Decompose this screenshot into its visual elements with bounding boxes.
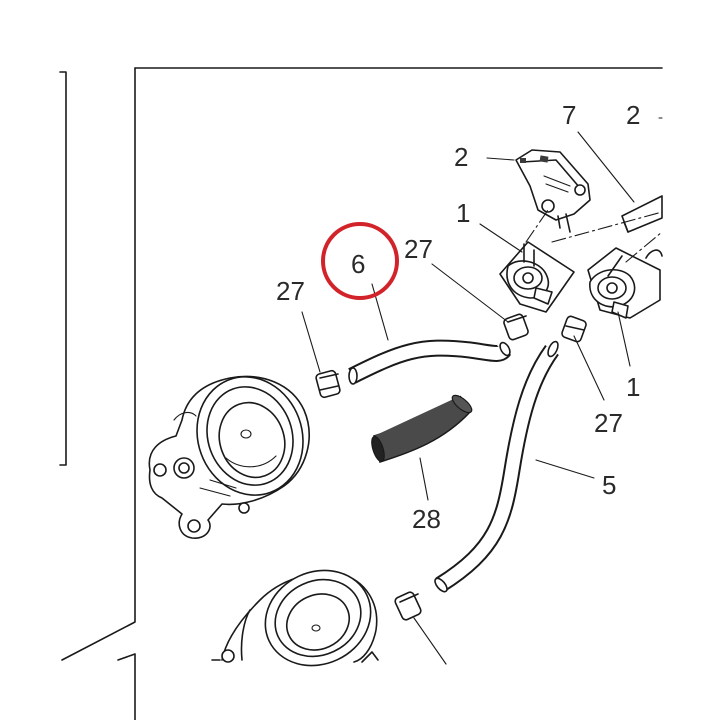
callout-labels: 2 7 2 1 6 27 27 1 27 5 28 [276,100,640,534]
part-7 [621,195,663,233]
throttle-body-upper [148,375,310,539]
sleeve-28 [371,394,473,463]
label-1-left: 1 [456,198,470,228]
label-5: 5 [602,470,616,500]
clamp-27-center [503,313,529,341]
label-1-right: 1 [626,372,640,402]
label-27-right: 27 [594,408,623,438]
label-27-left: 27 [276,276,305,306]
clamp-27-left [315,369,341,399]
label-27-center: 27 [404,234,433,264]
bracket-1-left [499,241,575,313]
hose-5 [434,340,559,593]
throttle-body-lower [221,569,379,667]
center-lines [525,209,663,263]
label-2-sensor: 2 [454,142,468,172]
label-7: 7 [562,100,576,130]
bracket-1-right [587,247,663,319]
highlight-circle-6 [321,222,399,300]
page-frame [59,67,663,720]
clamp-27-bottom [394,591,422,621]
label-28: 28 [412,504,441,534]
clamp-27-right [561,315,587,343]
label-6: 6 [351,249,365,279]
leader-lines [301,117,663,665]
sensor-2 [515,149,591,233]
label-2-top-right: 2 [626,100,640,130]
hose-6 [348,339,512,385]
